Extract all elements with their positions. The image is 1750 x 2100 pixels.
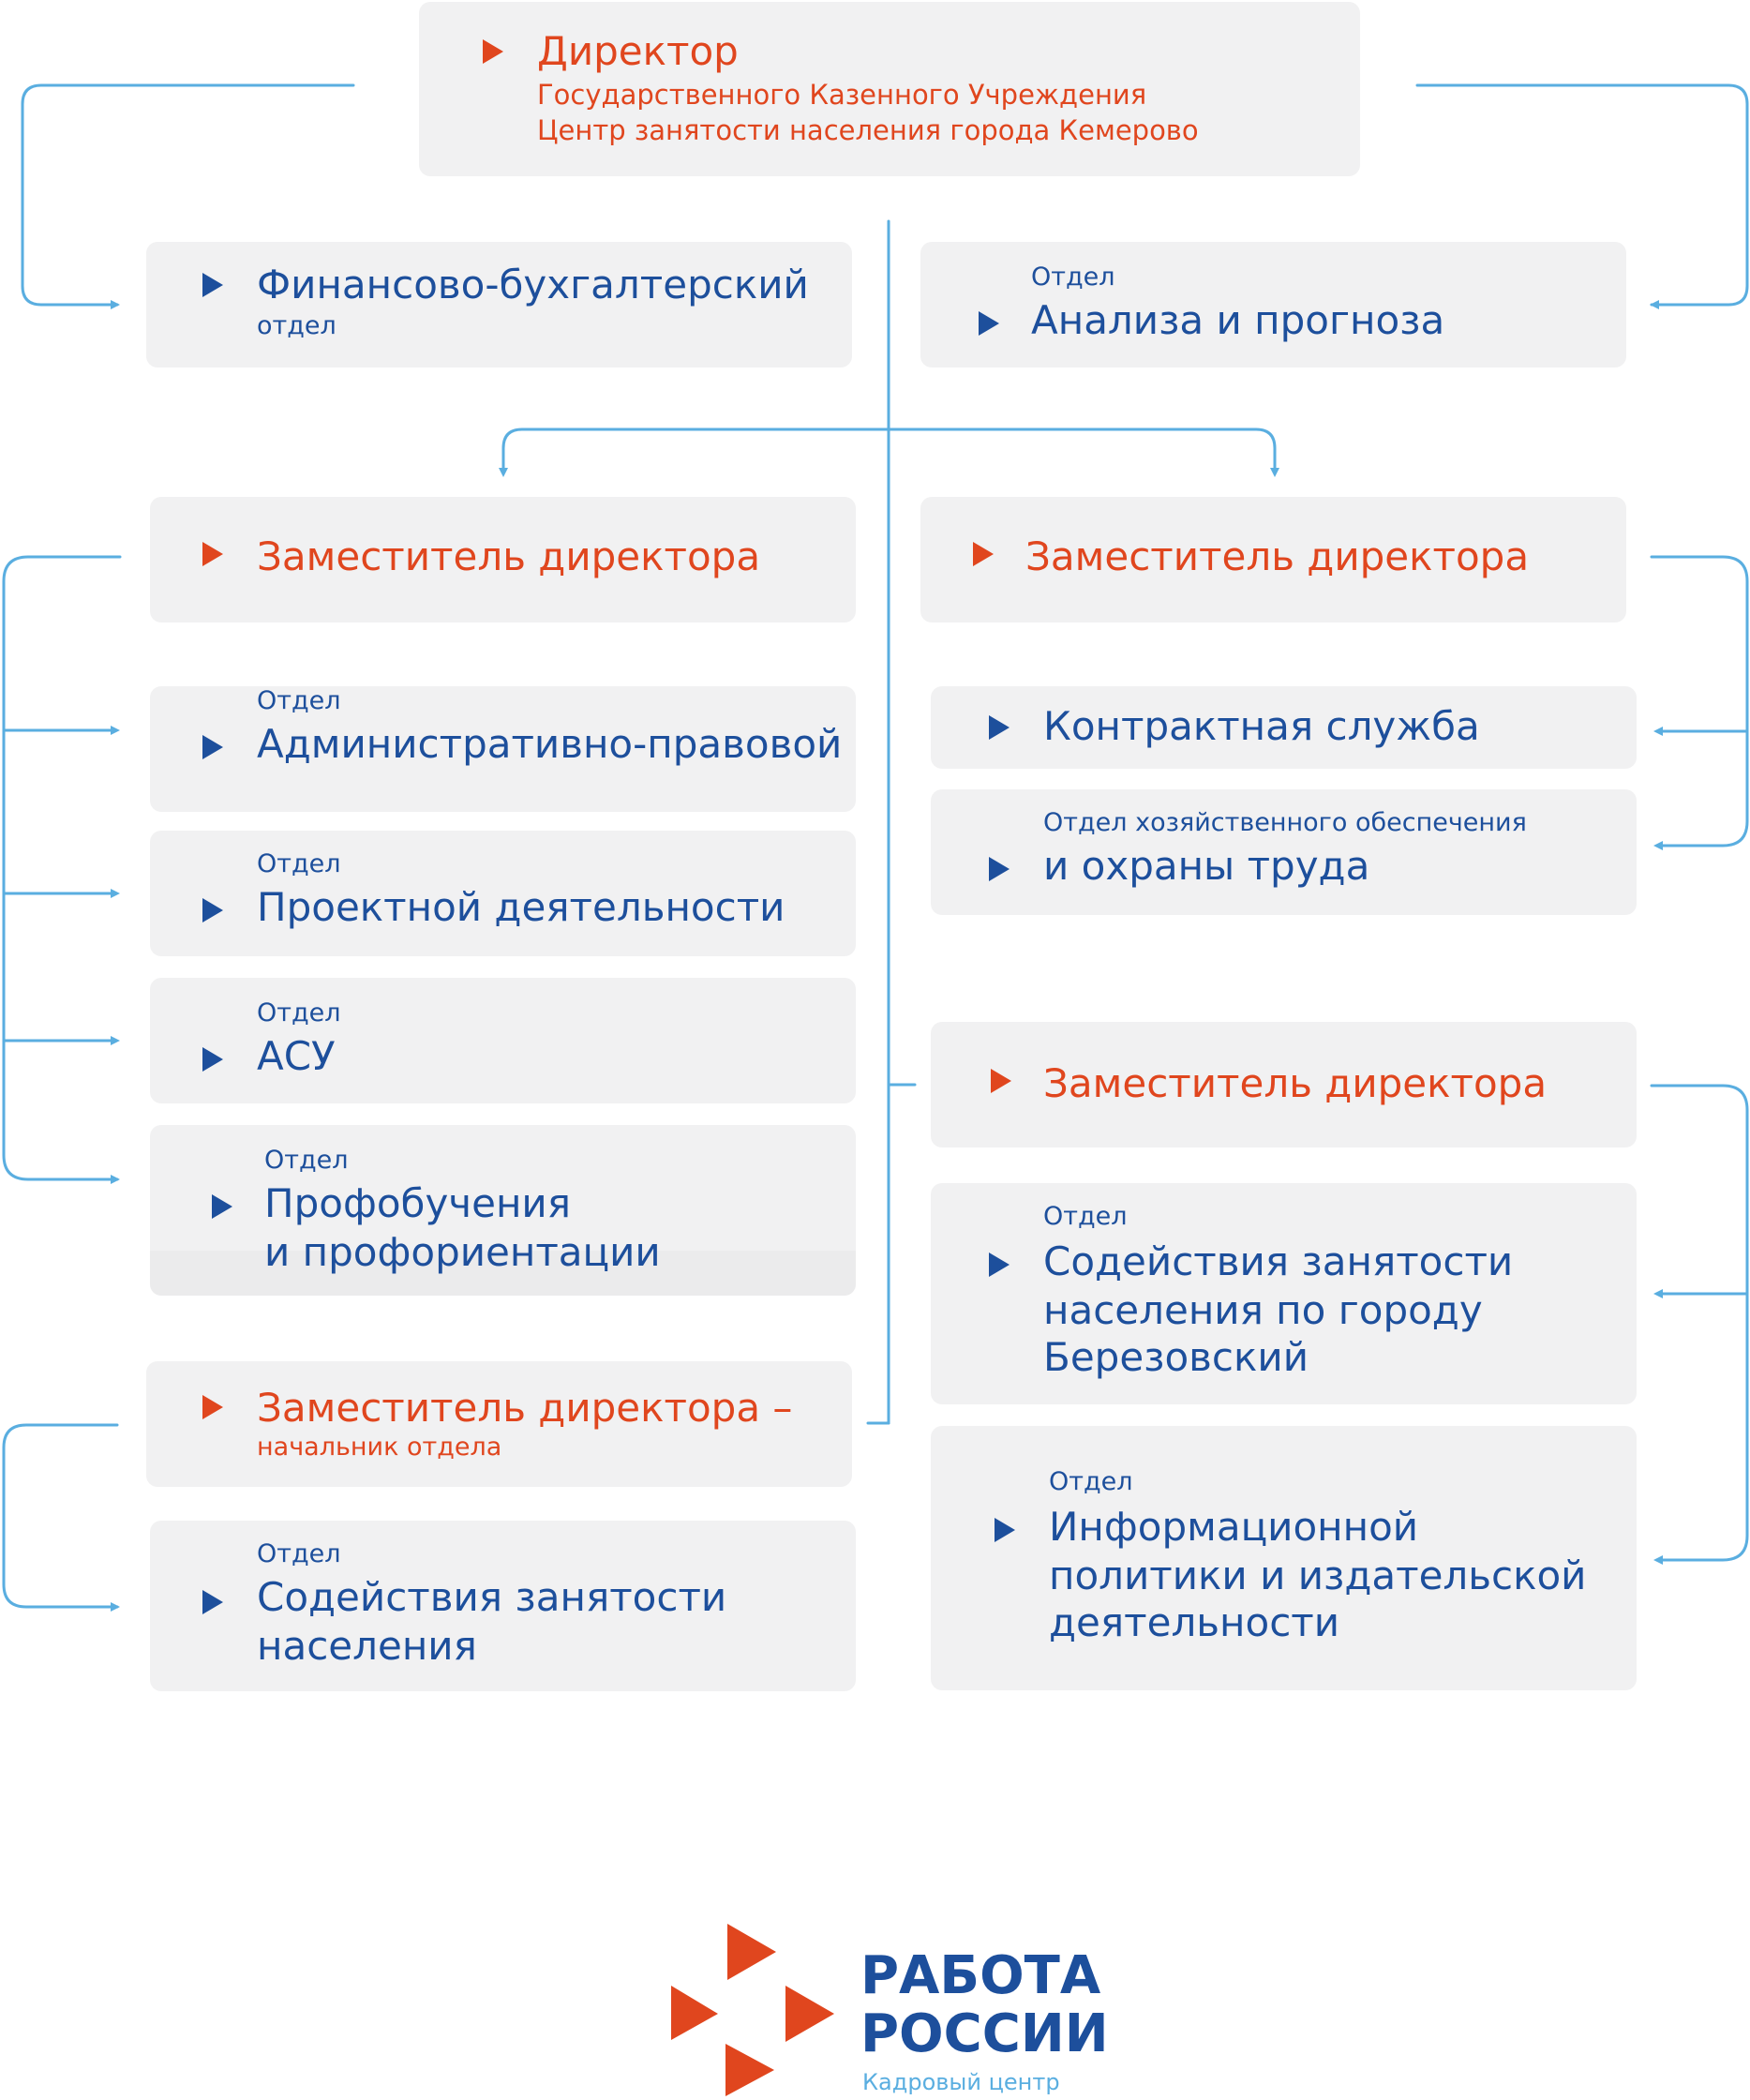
deputy-left-title: Заместитель директора <box>257 533 761 579</box>
logo-line-1: РАБОТА <box>860 1945 1101 2006</box>
logo-caption: Кадровый центр <box>862 2069 1060 2095</box>
project-pre: Отдел <box>257 849 341 878</box>
berezovsky-line-3: Березовский <box>1043 1334 1309 1380</box>
director-marker-icon <box>483 39 503 64</box>
director-box: Директор Государственного Казенного Учре… <box>419 2 1360 176</box>
finance-title: Финансово-бухгалтерский <box>257 262 809 308</box>
deputy-right-bottom-marker-icon <box>991 1069 1011 1093</box>
info-policy-marker-icon <box>995 1518 1015 1542</box>
berezovsky-line-2: населения по городу <box>1043 1287 1483 1333</box>
analysis-marker-icon <box>979 311 999 336</box>
deputy-head-box: Заместитель директора – начальник отдела <box>146 1361 852 1487</box>
rabota-rossii-arrows-icon <box>671 1924 834 2096</box>
training-line-1: Профобучения <box>264 1180 571 1226</box>
director-line-2: Центр занятости населения города Кемеров… <box>537 114 1199 146</box>
info-policy-line-3: деятельности <box>1049 1599 1340 1645</box>
info-policy-line-1: Информационной <box>1049 1504 1419 1550</box>
project-title: Проектной деятельности <box>257 884 785 930</box>
admin-legal-pre: Отдел <box>257 686 341 715</box>
training-marker-icon <box>212 1194 232 1219</box>
finance-subtitle: отдел <box>257 311 337 340</box>
employment-marker-icon <box>202 1590 223 1614</box>
household-marker-icon <box>989 857 1010 881</box>
employment-department-box: Отдел Содействия занятости населения <box>150 1521 856 1691</box>
employment-pre: Отдел <box>257 1539 341 1568</box>
asu-pre: Отдел <box>257 998 341 1028</box>
deputy-left-box: Заместитель директора <box>150 497 856 622</box>
asu-marker-icon <box>202 1047 223 1072</box>
info-policy-department-box: Отдел Информационной политики и издатель… <box>931 1426 1637 1690</box>
deputy-right-top-box: Заместитель директора <box>920 497 1626 622</box>
berezovsky-marker-icon <box>989 1252 1010 1277</box>
employment-line-2: населения <box>257 1623 477 1669</box>
berezovsky-pre: Отдел <box>1043 1202 1128 1231</box>
contract-title: Контрактная служба <box>1043 703 1480 749</box>
household-title: и охраны труда <box>1043 843 1370 889</box>
director-line-1: Государственного Казенного Учреждения <box>537 79 1147 111</box>
analysis-pre: Отдел <box>1031 262 1115 292</box>
contract-marker-icon <box>989 715 1010 740</box>
asu-department-box: Отдел АСУ <box>150 978 856 1103</box>
finance-department-box: Финансово-бухгалтерский отдел <box>146 242 852 368</box>
household-department-box: Отдел хозяйственного обеспечения и охран… <box>931 789 1637 915</box>
berezovsky-line-1: Содействия занятости <box>1043 1238 1514 1284</box>
deputy-head-title: Заместитель директора – <box>257 1385 793 1431</box>
info-policy-pre: Отдел <box>1049 1467 1133 1496</box>
deputy-right-top-marker-icon <box>973 542 994 566</box>
employment-line-1: Содействия занятости <box>257 1574 727 1620</box>
director-title: Директор <box>537 28 739 74</box>
info-policy-line-2: политики и издательской <box>1049 1552 1587 1598</box>
project-department-box: Отдел Проектной деятельности <box>150 831 856 956</box>
deputy-right-bottom-title: Заместитель директора <box>1043 1060 1548 1106</box>
asu-title: АСУ <box>257 1033 336 1079</box>
admin-legal-marker-icon <box>202 735 223 759</box>
household-pre: Отдел хозяйственного обеспечения <box>1043 808 1527 837</box>
logo-line-2: РОССИИ <box>860 2003 1109 2064</box>
training-pre: Отдел <box>264 1146 349 1175</box>
finance-marker-icon <box>202 273 223 297</box>
deputy-head-marker-icon <box>202 1395 223 1419</box>
deputy-right-top-title: Заместитель директора <box>1025 533 1530 579</box>
training-department-box: Отдел Профобучения и профориентации <box>150 1125 856 1296</box>
deputy-left-marker-icon <box>202 542 223 566</box>
berezovsky-department-box: Отдел Содействия занятости населения по … <box>931 1183 1637 1404</box>
deputy-head-subtitle: начальник отдела <box>257 1432 502 1462</box>
deputy-right-bottom-box: Заместитель директора <box>931 1022 1637 1148</box>
project-marker-icon <box>202 898 223 922</box>
admin-legal-title: Административно-правовой <box>257 721 843 767</box>
training-line-2: и профориентации <box>264 1229 661 1275</box>
analysis-department-box: Отдел Анализа и прогноза <box>920 242 1626 368</box>
analysis-title: Анализа и прогноза <box>1031 297 1445 343</box>
admin-legal-department-box: Отдел Административно-правовой <box>150 686 856 812</box>
contract-service-box: Контрактная служба <box>931 686 1637 769</box>
